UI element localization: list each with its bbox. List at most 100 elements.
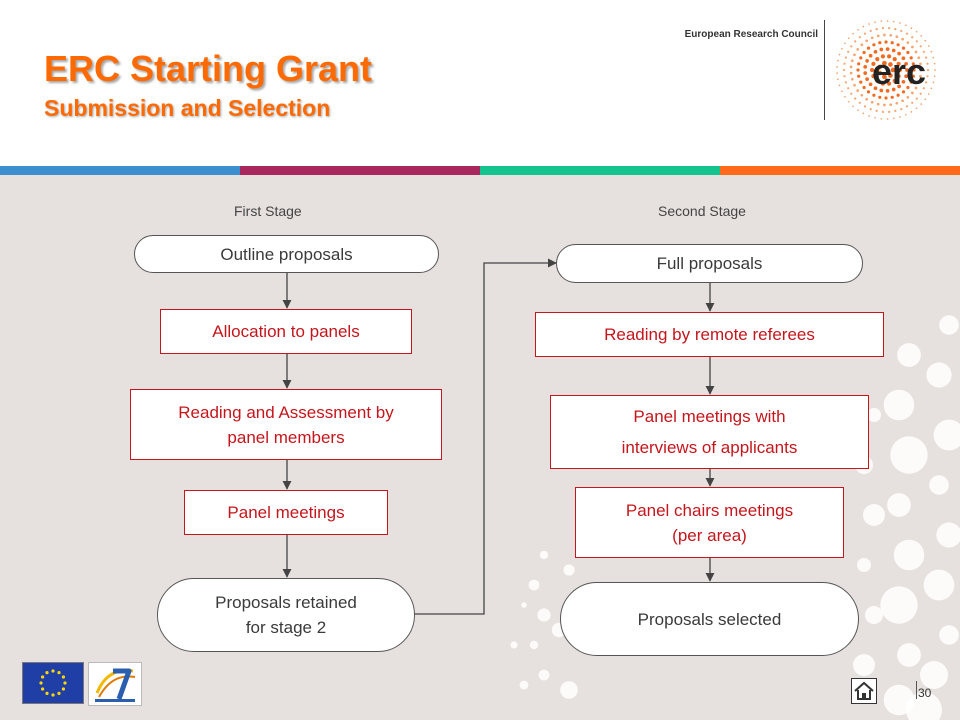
erc-logo-dot bbox=[875, 28, 878, 31]
first-stage-label: First Stage bbox=[234, 203, 302, 219]
erc-logo-dot bbox=[911, 62, 915, 66]
erc-logo-dot bbox=[909, 56, 913, 60]
erc-logo-dot bbox=[906, 50, 910, 55]
erc-logo-dot bbox=[858, 101, 861, 104]
erc-logo-dot bbox=[896, 61, 901, 66]
decorative-dot bbox=[538, 669, 550, 681]
erc-logo-dot bbox=[838, 84, 841, 87]
erc-logo-dot bbox=[922, 50, 925, 53]
erc-logo-dot bbox=[879, 88, 884, 93]
erc-logo-dot bbox=[910, 111, 913, 113]
erc-logo-dot bbox=[915, 107, 918, 110]
diagram-area: First Stage Second Stage Outline proposa… bbox=[0, 175, 960, 720]
decorative-dot bbox=[936, 522, 960, 548]
decorative-dot bbox=[880, 586, 918, 624]
erc-logo-dot bbox=[873, 49, 878, 54]
erc-logo-dot bbox=[875, 109, 878, 112]
erc-logo-dot bbox=[862, 50, 866, 55]
erc-logo-dot bbox=[868, 53, 873, 58]
erc-logo-dot bbox=[873, 86, 878, 91]
erc-logo-dot bbox=[909, 80, 913, 84]
erc-logo-dot bbox=[844, 95, 846, 98]
eu-star bbox=[41, 675, 45, 679]
erc-logo-dot bbox=[871, 74, 876, 79]
erc-logo-dot bbox=[900, 29, 903, 32]
erc-logo-dot bbox=[906, 41, 910, 44]
erc-logo-dot bbox=[881, 110, 884, 113]
decorative-dot bbox=[865, 606, 883, 624]
erc-logo-icon: erc bbox=[836, 20, 936, 120]
erc-logo-dot bbox=[883, 33, 886, 37]
decorative-dot bbox=[897, 643, 921, 667]
eu-star bbox=[39, 681, 43, 685]
home-button[interactable] bbox=[851, 678, 877, 704]
erc-logo-dot bbox=[894, 28, 897, 31]
erc-logo-dot bbox=[852, 32, 854, 35]
node-allocation-to-panels: Allocation to panels bbox=[160, 309, 412, 354]
erc-logo-dot bbox=[933, 75, 936, 78]
erc-logo-dot bbox=[872, 93, 876, 97]
erc-logo-dot bbox=[878, 41, 882, 45]
erc-logo-dot bbox=[888, 110, 891, 113]
erc-logo-dot bbox=[836, 72, 838, 74]
decorative-dot bbox=[560, 681, 578, 699]
erc-logo-dot bbox=[870, 100, 874, 104]
erc-logo-dot bbox=[856, 89, 860, 92]
eu-star bbox=[51, 693, 55, 697]
eu-star bbox=[45, 671, 49, 675]
erc-logo-dot bbox=[865, 97, 869, 101]
erc-logo-dot bbox=[868, 23, 870, 25]
erc-logo-dot bbox=[901, 46, 906, 50]
erc-logo-dot bbox=[837, 59, 839, 62]
color-bar-blue bbox=[0, 166, 240, 175]
erc-logo-dot bbox=[910, 27, 913, 29]
eu-star bbox=[41, 687, 45, 691]
erc-logo-dot bbox=[881, 27, 884, 30]
color-bar bbox=[0, 166, 960, 175]
eu-star bbox=[57, 691, 61, 695]
erc-logo-dot bbox=[849, 71, 853, 75]
color-bar-orange bbox=[720, 166, 960, 175]
erc-logo-dot bbox=[878, 95, 882, 99]
decorative-dot bbox=[939, 315, 959, 335]
eu-star bbox=[45, 691, 49, 695]
erc-logo-dot bbox=[906, 96, 910, 99]
decorative-dot bbox=[539, 550, 549, 560]
decorative-dot bbox=[867, 408, 881, 422]
erc-logo-dot bbox=[904, 61, 908, 66]
erc-logo-dot bbox=[869, 29, 872, 32]
erc-logo-dot bbox=[897, 67, 903, 73]
erc-logo-dot bbox=[874, 116, 876, 119]
erc-logo-dot bbox=[866, 46, 871, 50]
decorative-dot bbox=[883, 389, 915, 421]
erc-logo-dot bbox=[917, 56, 921, 60]
erc-logo-dot bbox=[854, 40, 857, 43]
flow-connectors bbox=[282, 258, 715, 615]
erc-logo-dot bbox=[859, 56, 863, 60]
node-proposals-retained: Proposals retained for stage 2 bbox=[157, 578, 415, 652]
erc-logo-dot bbox=[915, 97, 918, 100]
erc-logo-dot bbox=[841, 90, 843, 93]
home-icon bbox=[851, 678, 877, 704]
eu-star bbox=[61, 675, 65, 679]
erc-logo-dot bbox=[882, 74, 887, 80]
erc-logo-dot bbox=[856, 68, 860, 72]
erc-logo-dot bbox=[920, 103, 923, 105]
erc-logo-dot bbox=[912, 68, 916, 72]
decorative-dot bbox=[510, 641, 518, 649]
erc-logo-dot bbox=[880, 117, 883, 120]
erc-logo-dot bbox=[899, 22, 901, 24]
slide-header: ERC Starting Grant Submission and Select… bbox=[0, 0, 960, 166]
fp7-ideas-logo bbox=[88, 662, 142, 706]
erc-logo-dot bbox=[900, 108, 903, 111]
decorative-dot bbox=[521, 602, 527, 608]
erc-logo-dot bbox=[868, 115, 870, 117]
erc-logo-dot bbox=[888, 27, 891, 30]
erc-logo-dot bbox=[905, 105, 909, 108]
erc-logo-dot bbox=[919, 92, 922, 95]
erc-logo-dot bbox=[850, 77, 854, 81]
erc-logo-dot bbox=[862, 85, 866, 90]
erc-logo-dot bbox=[897, 51, 901, 56]
erc-logo-dot bbox=[869, 108, 872, 111]
erc-logo-dot bbox=[911, 101, 914, 104]
